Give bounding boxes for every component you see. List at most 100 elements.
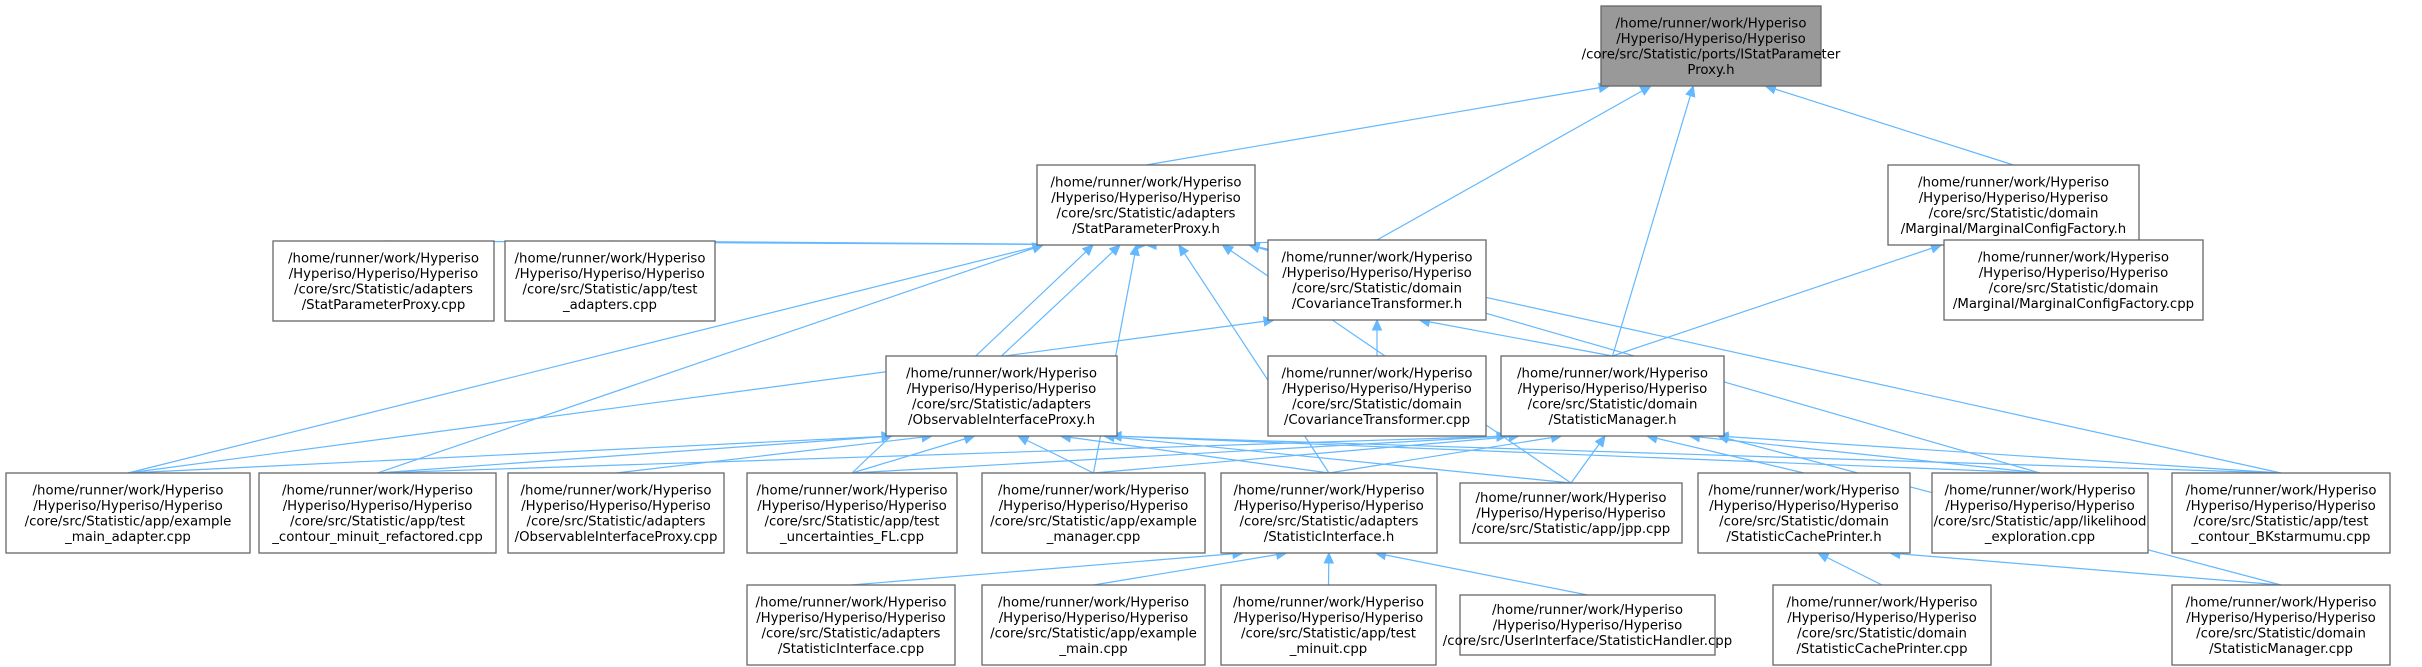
graph-node[interactable]: /home/runner/work/Hyperiso/Hyperiso/Hype… (1220, 584, 1437, 666)
graph-node[interactable]: /home/runner/work/Hyperiso/Hyperiso/Hype… (981, 472, 1206, 554)
node-box (1931, 472, 2149, 554)
node-label-line: /core/src/Statistic/domain (1929, 206, 2099, 221)
node-label-line: /Hyperiso/Hyperiso/Hyperiso (907, 382, 1097, 397)
graph-node[interactable]: /home/runner/work/Hyperiso/Hyperiso/Hype… (2171, 472, 2391, 554)
graph-node[interactable]: /home/runner/work/Hyperiso/Hyperiso/Hype… (1931, 472, 2149, 554)
edge-arrowhead (1685, 84, 1696, 98)
graph-node[interactable]: /home/runner/work/Hyperiso/Hyperiso/Hype… (746, 584, 956, 666)
node-box (1772, 584, 1992, 666)
node-label-line: /StatisticInterface.cpp (778, 642, 924, 657)
graph-node[interactable]: /home/runner/work/Hyperiso/Hyperiso/Hype… (1267, 239, 1487, 321)
node-box (1459, 482, 1683, 544)
node-label-line: /home/runner/work/Hyperiso (998, 483, 1189, 498)
dependency-edge (1889, 552, 2282, 586)
dependency-edge (377, 244, 1044, 474)
node-box (1943, 239, 2204, 321)
node-label-line: /StatParameterProxy.cpp (302, 298, 466, 313)
node-label-line: /Hyperiso/Hyperiso/Hyperiso (757, 499, 947, 514)
node-box (1036, 164, 1256, 246)
dependency-edge (377, 435, 1508, 474)
node-label-line: _main_adapter.cpp (64, 530, 191, 545)
node-box (746, 584, 956, 666)
graph-node[interactable]: /home/runner/work/Hyperiso/Hyperiso/Hype… (1772, 584, 1992, 666)
graph-node[interactable]: /home/runner/work/Hyperiso/Hyperiso/Hype… (746, 472, 958, 554)
node-label-line: /core/src/Statistic/adapters (294, 282, 473, 297)
node-label-line: /home/runner/work/Hyperiso (2186, 595, 2377, 610)
node-label-line: /core/src/Statistic/app/example (990, 626, 1197, 641)
node-label-line: /core/src/Statistic/app/likelihood (1934, 514, 2147, 529)
graph-node[interactable]: /home/runner/work/Hyperiso/Hyperiso/Hype… (1887, 164, 2140, 246)
graph-node[interactable]: /home/runner/work/Hyperiso/Hyperiso/Hype… (1459, 482, 1683, 544)
node-label-line: /core/src/Statistic/app/test (522, 282, 697, 297)
dependency-edge (1765, 85, 2014, 166)
graph-node[interactable]: /home/runner/work/Hyperiso/Hyperiso/Hype… (258, 472, 497, 554)
graph-node[interactable]: /home/runner/work/Hyperiso/Hyperiso/Hype… (272, 240, 495, 322)
node-label-line: /Hyperiso/Hyperiso/Hyperiso (283, 499, 473, 514)
graph-node[interactable]: /home/runner/work/Hyperiso/Hyperiso/Hype… (1443, 594, 1732, 656)
graph-node[interactable]: /home/runner/work/Hyperiso/Hyperiso/Hype… (1500, 355, 1725, 437)
dependency-edge (1103, 435, 1572, 484)
graph-node[interactable]: /home/runner/work/Hyperiso/Hyperiso/Hype… (1267, 355, 1487, 437)
node-label-line: /Hyperiso/Hyperiso/Hyperiso (1979, 266, 2169, 281)
graph-node[interactable]: /home/runner/work/Hyperiso/Hyperiso/Hype… (504, 240, 716, 322)
node-label-line: /core/src/Statistic/adapters (527, 514, 706, 529)
node-label-line: /Hyperiso/Hyperiso/Hyperiso (1234, 611, 1424, 626)
node-label-line: /core/src/Statistic/app/example (25, 514, 232, 529)
graph-node[interactable]: /home/runner/work/Hyperiso/Hyperiso/Hype… (1036, 164, 1256, 246)
node-label-line: /Hyperiso/Hyperiso/Hyperiso (1282, 266, 1472, 281)
graph-node[interactable]: /home/runner/work/Hyperiso/Hyperiso/Hype… (5, 472, 251, 554)
node-label-line: /StatisticCachePrinter.cpp (1796, 642, 1967, 657)
node-label-line: /Hyperiso/Hyperiso/Hyperiso (1709, 499, 1899, 514)
node-label-line: /home/runner/work/Hyperiso (756, 595, 947, 610)
edge-arrowhead (1371, 318, 1383, 331)
graph-node[interactable]: /home/runner/work/Hyperiso/Hyperiso/Hype… (507, 472, 725, 554)
graph-node[interactable]: /home/runner/work/Hyperiso/Hyperiso/Hype… (1697, 472, 1911, 554)
node-box (1220, 472, 1438, 554)
node-label-line: /Hyperiso/Hyperiso/Hyperiso (1616, 32, 1806, 47)
graph-node[interactable]: /home/runner/work/Hyperiso/Hyperiso/Hype… (2171, 584, 2391, 666)
node-box (1697, 472, 1911, 554)
node-label-line: /Hyperiso/Hyperiso/Hyperiso (999, 611, 1189, 626)
node-box (2171, 472, 2391, 554)
node-label-line: _adapters.cpp (562, 298, 657, 313)
node-label-line: /Hyperiso/Hyperiso/Hyperiso (1787, 611, 1977, 626)
dependency-edge (1328, 435, 1562, 474)
dependency-edge (1646, 435, 1805, 474)
node-box (5, 472, 251, 554)
edge-arrowhead (1221, 244, 1235, 256)
nodes-layer: /home/runner/work/Hyperiso/Hyperiso/Hype… (5, 5, 2391, 666)
dependency-edge (1375, 552, 1588, 596)
node-label-line: /Hyperiso/Hyperiso/Hyperiso (1234, 499, 1424, 514)
node-label-line: /Hyperiso/Hyperiso/Hyperiso (2186, 499, 2376, 514)
node-box (981, 584, 1206, 666)
graph-node[interactable]: /home/runner/work/Hyperiso/Hyperiso/Hype… (981, 584, 1206, 666)
node-box (885, 355, 1118, 437)
edge-arrowhead (1016, 435, 1030, 446)
dependency-edge (1611, 85, 1694, 357)
node-box (507, 472, 725, 554)
dependency-edge (1001, 244, 1121, 357)
node-label-line: /Hyperiso/Hyperiso/Hyperiso (1919, 191, 2109, 206)
node-box (1220, 584, 1437, 666)
dependency-edge (1110, 435, 2041, 474)
node-label-line: /core/src/Statistic/adapters (912, 397, 1091, 412)
graph-node[interactable]: /home/runner/work/Hyperiso/Hyperiso/Hype… (885, 355, 1118, 437)
dependency-edge (377, 435, 893, 474)
dependency-edge (850, 552, 1244, 586)
node-label-line: /core/src/Statistic/domain (1719, 514, 1889, 529)
node-label-line: /home/runner/work/Hyperiso (757, 483, 948, 498)
node-label-line: _minuit.cpp (1289, 642, 1367, 657)
node-label-line: /core/src/Statistic/ports/IStatParameter (1582, 47, 1841, 62)
node-box (504, 240, 716, 322)
node-label-line: /home/runner/work/Hyperiso (288, 251, 479, 266)
graph-node[interactable]: /home/runner/work/Hyperiso/Hyperiso/Hype… (1220, 472, 1438, 554)
node-label-line: /core/src/Statistic/app/test (2193, 514, 2368, 529)
graph-node[interactable]: /home/runner/work/Hyperiso/Hyperiso/Hype… (1943, 239, 2204, 321)
dependency-edge (1689, 435, 2041, 474)
graph-node[interactable]: /home/runner/work/Hyperiso/Hyperiso/Hype… (1582, 5, 1841, 87)
node-label-line: /home/runner/work/Hyperiso (998, 595, 1189, 610)
node-label-line: /Marginal/MarginalConfigFactory.h (1901, 222, 2126, 237)
node-label-line: /core/src/UserInterface/StatisticHandler… (1443, 634, 1732, 649)
node-label-line: /core/src/Statistic/domain (1292, 281, 1462, 296)
node-label-line: /CovarianceTransformer.h (1292, 297, 1462, 312)
